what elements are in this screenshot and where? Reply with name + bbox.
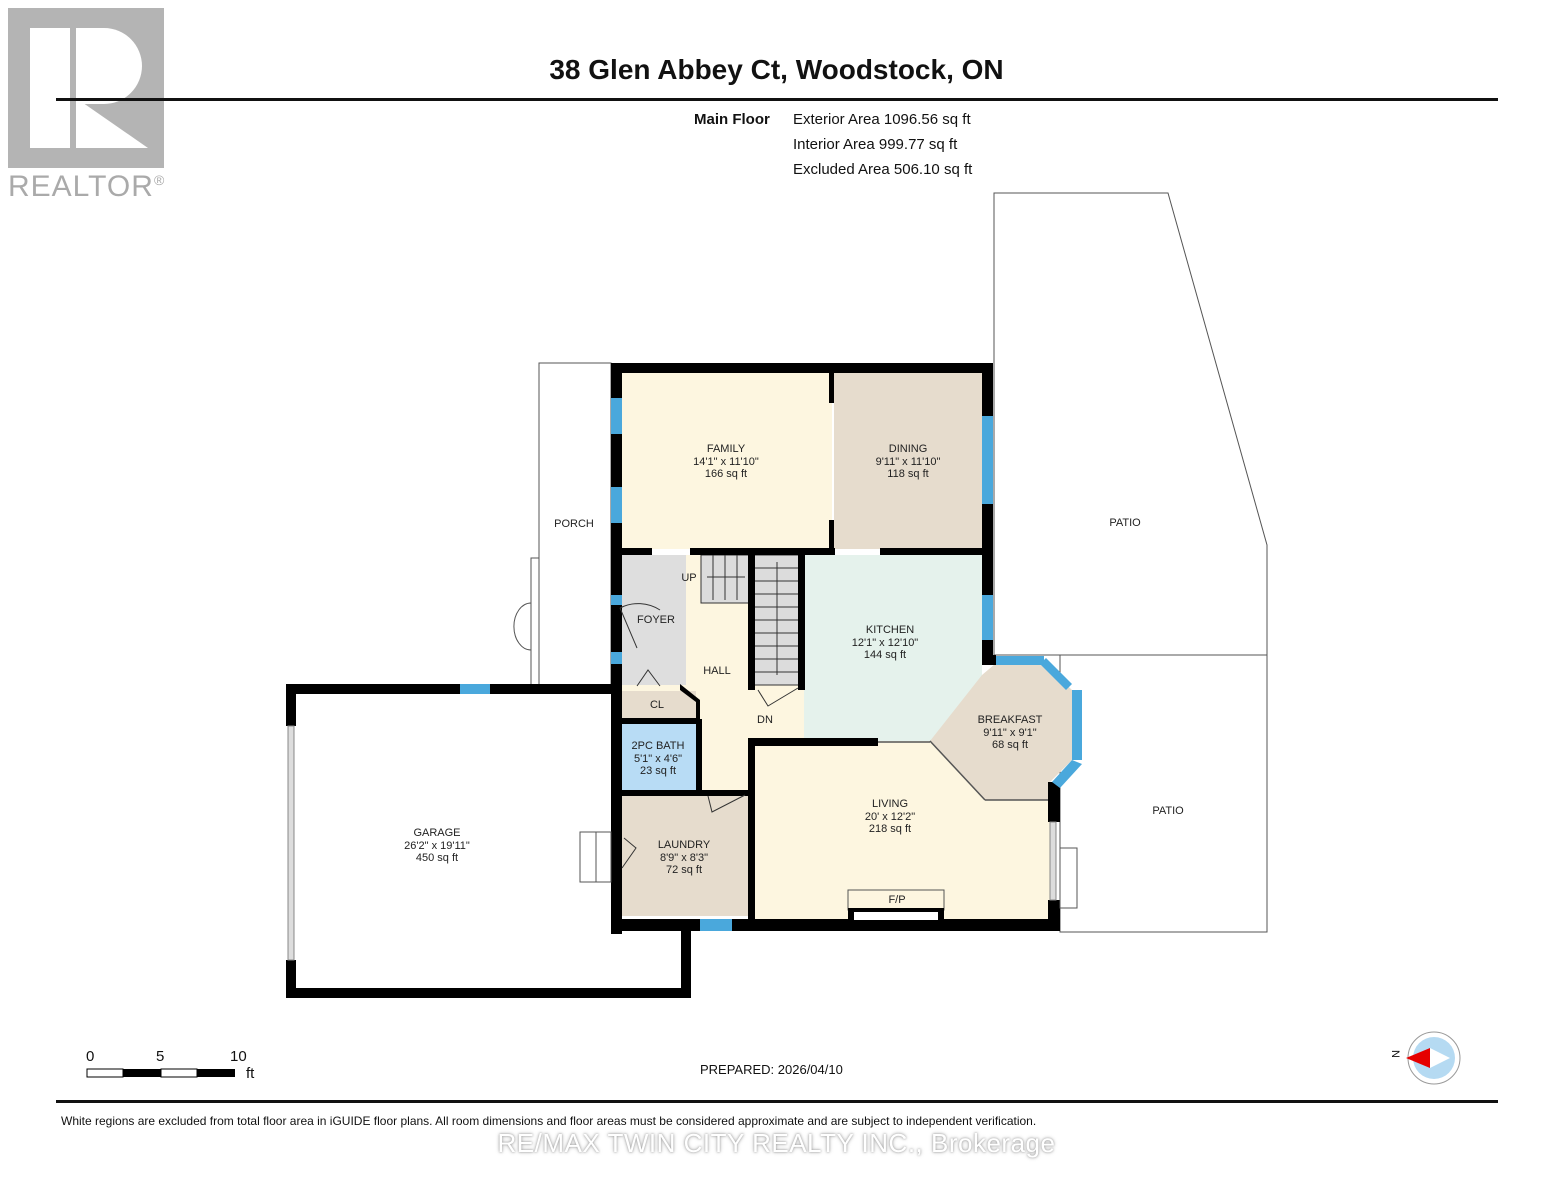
scale-bar-icon [86,1068,235,1078]
bath-area: 23 sq ft [640,765,676,777]
header-divider [56,98,1498,101]
room-laundry [622,796,748,916]
laundry-dims: 8'9" x 8'3" [660,852,708,864]
floor-label: Main Floor [694,111,770,128]
porch [538,362,612,686]
room-family [622,373,832,549]
room-dining [834,373,982,549]
breakfast-name: BREAKFAST [978,714,1043,726]
realtor-logo-text: REALTOR® [8,170,166,203]
kitchen-name: KITCHEN [866,624,914,636]
garage-name: GARAGE [413,827,460,839]
patio-lower [1059,654,1268,933]
breakfast-dims: 9'11" x 9'1" [983,727,1036,739]
disclaimer: White regions are excluded from total fl… [61,1114,1037,1128]
windows [460,398,1082,931]
dining-area: 118 sq ft [887,468,928,480]
dining-dims: 9'11" x 11'10" [876,456,941,468]
patio-lower-name: PATIO [1152,805,1184,817]
stairs-up-label: UP [681,572,696,584]
room-breakfast [930,664,1072,800]
laundry-area: 72 sq ft [666,864,702,876]
breakfast-area: 68 sq ft [992,739,1028,751]
patio-upper [993,192,1268,656]
family-name: FAMILY [707,443,746,455]
stairs-down-label: DN [757,714,773,726]
excluded-area: Excluded Area 506.10 sq ft [793,161,973,178]
room-bath [622,724,696,790]
compass-icon [1406,1031,1461,1085]
kitchen-dims: 12'1" x 12'10" [852,637,919,649]
living-area: 218 sq ft [869,823,911,835]
scale-unit: ft [246,1065,255,1082]
exterior-area: Exterior Area 1096.56 sq ft [793,111,971,128]
realtor-logo-icon [8,8,164,168]
bath-name: 2PC BATH [632,740,685,752]
interior-area: Interior Area 999.77 sq ft [793,136,958,153]
stairs-up-icon [700,554,750,604]
footer-divider [56,1100,1498,1103]
room-living [754,741,1050,920]
patio-upper-name: PATIO [1109,517,1141,529]
family-dims: 14'1" x 11'10" [693,456,759,468]
room-foyer [622,555,686,685]
garage-dims: 26'2" x 19'11" [404,840,470,852]
room-garage [295,694,615,984]
kitchen-area: 144 sq ft [864,649,906,661]
stairs-down-icon [753,554,801,686]
prepared-date: PREPARED: 2026/04/10 [700,1062,843,1077]
foyer-name: FOYER [637,614,675,626]
laundry-name: LAUNDRY [658,839,711,851]
room-closet [622,691,696,719]
living-dims: 20' x 12'2" [865,811,915,823]
family-area: 166 sq ft [705,468,747,480]
closet-name: CL [650,699,664,711]
brokerage-watermark: RE/MAX TWIN CITY REALTY INC., Brokerage [497,1128,1056,1158]
dining-name: DINING [889,443,928,455]
page-title: 38 Glen Abbey Ct, Woodstock, ON [549,54,1004,85]
room-kitchen [804,555,982,741]
fireplace-name: F/P [888,894,905,906]
living-name: LIVING [872,798,908,810]
bath-dims: 5'1" x 4'6" [634,753,682,765]
garage-area: 450 sq ft [416,852,458,864]
porch-name: PORCH [554,518,594,530]
hall-name: HALL [703,665,731,677]
